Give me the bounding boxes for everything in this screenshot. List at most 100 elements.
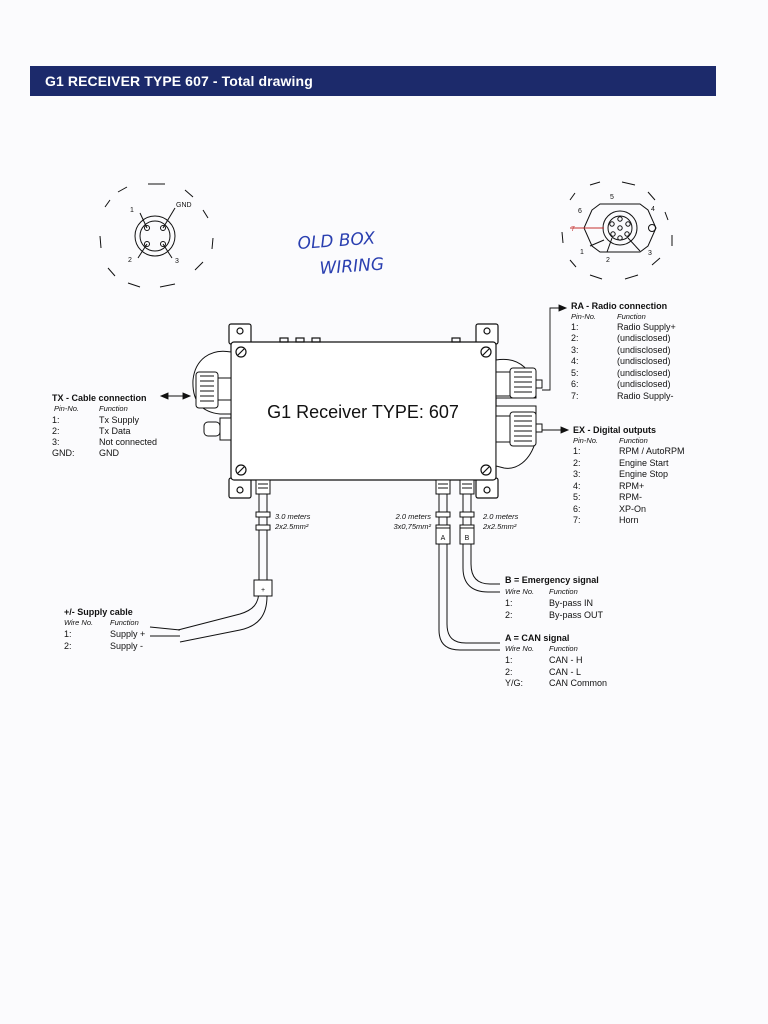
emergency-col-wire: Wire No.: [505, 587, 534, 596]
emergency-cable-length: 2.0 meters: [482, 512, 519, 521]
emergency-cable-spec: 2x2.5mm²: [482, 522, 517, 531]
supply-table: +/- Supply cable Wire No. Function 1: Su…: [64, 607, 145, 651]
ra-pin-2-label: 2: [606, 257, 610, 264]
table-row-fn: Tx Supply: [99, 415, 140, 425]
table-row-no: GND:: [52, 448, 75, 458]
leader-arrows: [159, 304, 570, 434]
table-row-fn: By-pass IN: [549, 598, 593, 608]
table-row-no: 2:: [52, 426, 60, 436]
table-row-no: 2:: [64, 641, 72, 651]
can-table: A = CAN signal Wire No. Function 1: CAN …: [505, 633, 607, 688]
table-row-no: Y/G:: [505, 678, 523, 688]
supply-cable-tag: +: [261, 587, 265, 594]
table-row-fn: Supply +: [110, 629, 145, 639]
tx-pin-3-label: 3: [175, 258, 179, 265]
table-row-no: 4:: [573, 481, 581, 491]
table-row-no: 2:: [505, 667, 513, 677]
table-row-no: 1:: [64, 629, 72, 639]
ex-title: EX - Digital outputs: [573, 425, 656, 435]
table-row-fn: (undisclosed): [617, 333, 671, 343]
can-title: A = CAN signal: [505, 633, 569, 643]
tx-pin-1-label: 1: [130, 207, 134, 214]
handwritten-note-line-1: OLD BOX: [297, 229, 376, 254]
table-row-fn: CAN - H: [549, 655, 583, 665]
ra-title: RA - Radio connection: [571, 301, 667, 311]
emergency-table: B = Emergency signal Wire No. Function 1…: [505, 575, 604, 620]
ra-connector-face: [561, 181, 673, 280]
table-row-fn: (undisclosed): [617, 379, 671, 389]
ra-table: RA - Radio connection Pin-No. Function 1…: [571, 301, 676, 401]
tx-table: TX - Cable connection Pin-No. Function 1…: [52, 393, 157, 458]
supply-cable-length: 3.0 meters: [275, 512, 311, 521]
table-row-no: 7:: [571, 391, 579, 401]
ra-pin-5-label: 5: [610, 194, 614, 201]
page-title: G1 RECEIVER TYPE 607 - Total drawing: [45, 73, 313, 89]
can-cable-tag: A: [441, 535, 446, 542]
can-col-function: Function: [549, 644, 578, 653]
ra-pin-4-label: 4: [651, 206, 655, 213]
table-row-fn: Engine Start: [619, 458, 669, 468]
table-row-no: 3:: [571, 345, 579, 355]
emergency-col-function: Function: [549, 587, 578, 596]
table-row-fn: Tx Data: [99, 426, 131, 436]
tx-connector-face: [99, 183, 214, 288]
device-label: G1 Receiver TYPE: 607: [267, 402, 459, 422]
table-row-fn: Not connected: [99, 437, 157, 447]
table-row-fn: Supply -: [110, 641, 143, 651]
can-cable-spec: 3x0,75mm²: [393, 522, 431, 531]
can-cable-length: 2.0 meters: [395, 512, 432, 521]
table-row-no: 3:: [52, 437, 60, 447]
tx-pin-gnd-label: GND: [176, 202, 192, 209]
receiver-box: [228, 323, 499, 499]
tx-col-pin: Pin-No.: [54, 404, 79, 413]
table-row-no: 5:: [571, 368, 579, 378]
ra-pin-3-label: 3: [648, 250, 652, 257]
table-row-no: 3:: [573, 469, 581, 479]
table-row-fn: Radio Supply+: [617, 322, 676, 332]
supply-cable-spec: 2x2.5mm²: [274, 522, 309, 531]
ra-pin-7-label: 7: [571, 226, 575, 233]
table-row-no: 6:: [571, 379, 579, 389]
tx-pin-2-label: 2: [128, 257, 132, 264]
title-banner: G1 RECEIVER TYPE 607 - Total drawing: [30, 66, 716, 96]
ra-col-pin: Pin-No.: [571, 312, 596, 321]
emergency-title: B = Emergency signal: [505, 575, 599, 585]
tx-col-function: Function: [99, 404, 128, 413]
table-row-fn: CAN Common: [549, 678, 607, 688]
supply-title: +/- Supply cable: [64, 607, 133, 617]
ex-col-function: Function: [619, 436, 648, 445]
table-row-no: 2:: [573, 458, 581, 468]
ra-ex-plugs: [495, 358, 543, 469]
table-row-fn: (undisclosed): [617, 345, 671, 355]
tx-title: TX - Cable connection: [52, 393, 147, 403]
table-row-fn: Engine Stop: [619, 469, 668, 479]
ex-col-pin: Pin-No.: [573, 436, 598, 445]
table-row-no: 1:: [505, 655, 513, 665]
table-row-no: 1:: [573, 446, 581, 456]
table-row-fn: Radio Supply-: [617, 391, 674, 401]
table-row-fn: Horn: [619, 515, 639, 525]
table-row-no: 7:: [573, 515, 581, 525]
cables: [149, 479, 500, 651]
can-col-wire: Wire No.: [505, 644, 534, 653]
table-row-fn: RPM / AutoRPM: [619, 446, 685, 456]
table-row-no: 1:: [52, 415, 60, 425]
table-row-no: 1:: [571, 322, 579, 332]
table-row-fn: (undisclosed): [617, 356, 671, 366]
table-row-fn: RPM+: [619, 481, 644, 491]
handwritten-note-line-2: WIRING: [319, 255, 385, 279]
supply-col-wire: Wire No.: [64, 618, 93, 627]
table-row-fn: By-pass OUT: [549, 610, 604, 620]
emergency-cable-tag: B: [465, 535, 470, 542]
table-row-no: 4:: [571, 356, 579, 366]
table-row-no: 6:: [573, 504, 581, 514]
table-row-fn: RPM-: [619, 492, 642, 502]
table-row-no: 1:: [505, 598, 513, 608]
table-row-fn: CAN - L: [549, 667, 581, 677]
supply-col-function: Function: [110, 618, 139, 627]
tx-plug: [192, 350, 232, 441]
table-row-fn: XP-On: [619, 504, 646, 514]
ex-table: EX - Digital outputs Pin-No. Function 1:…: [573, 425, 685, 525]
ra-col-function: Function: [617, 312, 646, 321]
